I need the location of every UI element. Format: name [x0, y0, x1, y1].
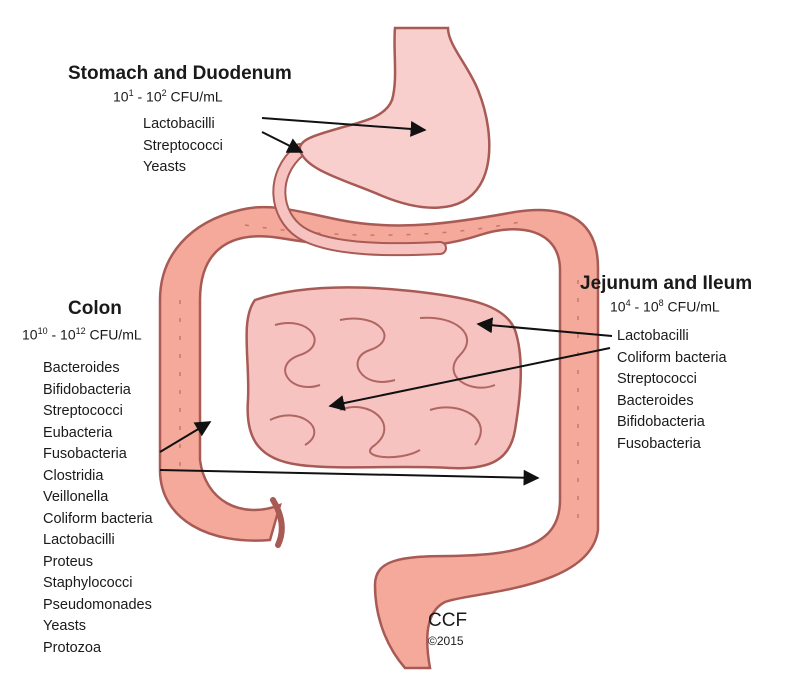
- organism-item: Bifidobacteria: [43, 381, 131, 398]
- organism-item: Staphylococci: [43, 575, 133, 591]
- colon-cfu-count: 1010 - 1012 CFU/mL: [22, 326, 142, 343]
- organism-item: Bacteroides: [617, 392, 694, 409]
- arrow-descending-colon: [159, 469, 540, 486]
- organism-item: Proteus: [43, 553, 93, 570]
- small-intestine-illustration: [245, 143, 522, 470]
- organism-item: Clostridia: [43, 467, 104, 484]
- organism-item: Yeasts: [43, 618, 86, 634]
- organism-item: Lactobacilli: [43, 532, 115, 548]
- organism-item: Fusobacteria: [43, 446, 127, 462]
- organism-item: Lactobacilli: [143, 116, 215, 132]
- credit-org: CCF: [428, 610, 468, 631]
- organism-item: Pseudomonades: [43, 596, 152, 613]
- stomach-cfu-count: 101 - 102 CFU/mL: [113, 88, 223, 105]
- arrow-ascending-colon: [159, 421, 212, 453]
- stomach-illustration: [298, 26, 491, 209]
- arrow-ileum: [328, 347, 611, 411]
- colon-title: Colon: [68, 298, 122, 319]
- small-intestine-mass: [245, 286, 522, 470]
- organism-item: Fusobacteria: [617, 435, 701, 452]
- organism-item: Bacteroides: [43, 360, 120, 376]
- annotation-arrows: [159, 117, 613, 486]
- organism-item: Eubacteria: [43, 424, 113, 441]
- organism-item: Yeasts: [143, 159, 186, 175]
- organism-item: Lactobacilli: [617, 328, 689, 344]
- organism-item: Streptococci: [617, 371, 697, 387]
- small-intestine-title: Jejunum and Ileum: [580, 273, 753, 294]
- organism-item: Coliform bacteria: [43, 510, 153, 527]
- organism-item: Bifidobacteria: [617, 414, 705, 430]
- credit-year: ©2015: [428, 634, 464, 648]
- organism-item: Protozoa: [43, 639, 102, 656]
- organism-item: Coliform bacteria: [617, 349, 727, 366]
- arrow-stomach: [261, 117, 427, 137]
- small-intestine-cfu-count: 104 - 108 CFU/mL: [610, 298, 720, 315]
- organism-item: Streptococci: [143, 137, 223, 154]
- organism-item: Streptococci: [43, 403, 123, 419]
- stomach-title: Stomach and Duodenum: [68, 63, 292, 84]
- organism-item: Veillonella: [43, 489, 109, 505]
- stomach-shape: [298, 26, 491, 209]
- arrow-duodenum: [261, 131, 304, 153]
- appendix: [270, 497, 285, 548]
- arrow-jejunum: [476, 317, 613, 337]
